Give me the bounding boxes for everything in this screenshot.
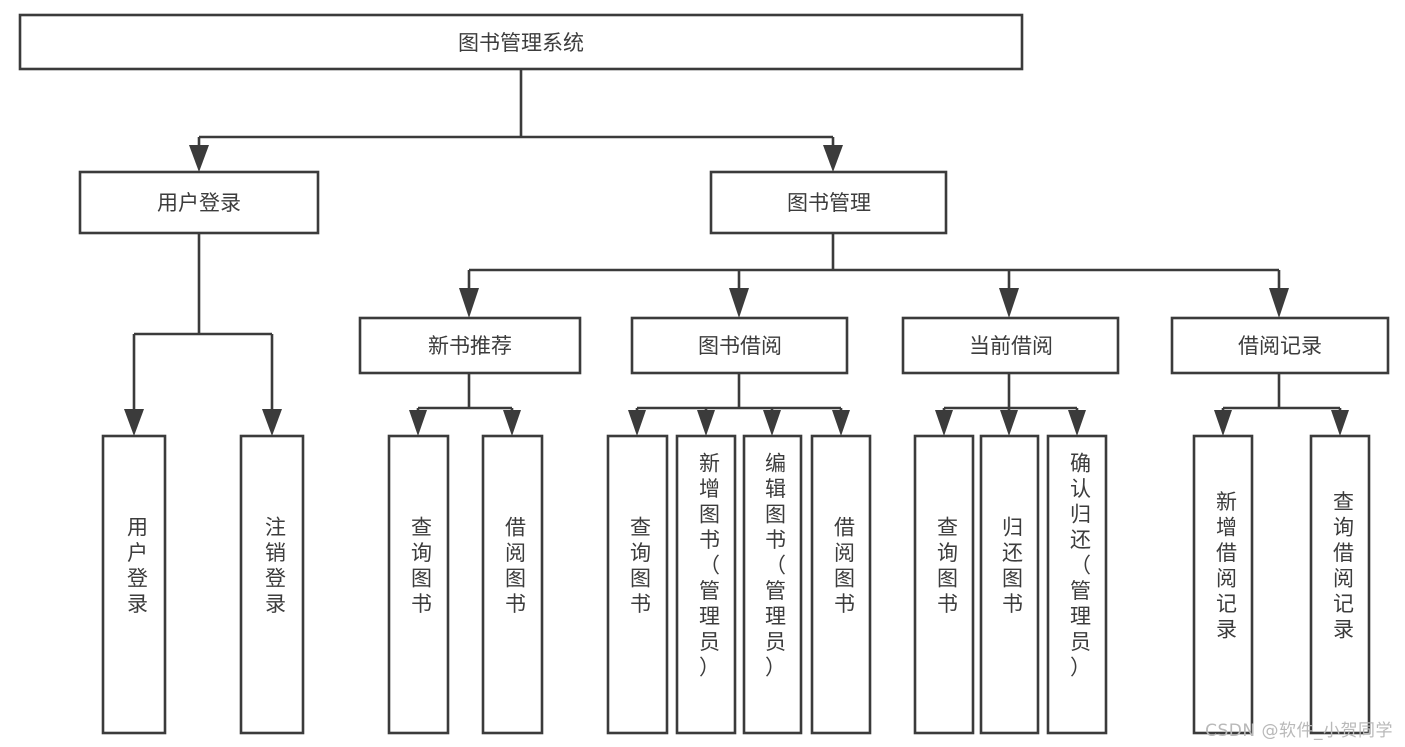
node-user-login[interactable]: 用户登录	[78, 170, 320, 235]
arrow-head-to-leaf-query-book-3	[935, 410, 953, 436]
node-leaf-return-book-box[interactable]	[979, 434, 1040, 735]
node-root-label: 图书管理系统	[458, 31, 584, 55]
node-leaf-user-login-label: 用户登录	[127, 515, 150, 616]
node-leaf-add-record[interactable]: 新增借阅记录	[1192, 434, 1254, 735]
edge-borrow-record-to-leaves-bus	[1221, 373, 1342, 418]
node-current-borrow[interactable]: 当前借阅	[901, 316, 1120, 375]
arrow-head-to-leaf-add-record	[1214, 410, 1232, 436]
node-leaf-borrow-book-1-label: 借阅图书	[505, 515, 528, 616]
node-leaf-query-record[interactable]: 查询借阅记录	[1309, 434, 1371, 735]
edge-book-manage-to-level2-bus	[467, 233, 1281, 291]
arrow-head-to-leaf-query-book-2	[628, 410, 646, 436]
node-leaf-add-book-label: 新增图书（管理员）	[699, 452, 722, 680]
node-leaf-query-book-1[interactable]: 查询图书	[387, 434, 450, 735]
edge-book-borrow-to-leaves-bus	[635, 373, 843, 418]
node-current-borrow-label: 当前借阅	[969, 334, 1053, 358]
node-book-borrow-box[interactable]	[630, 316, 849, 375]
node-book-borrow[interactable]: 图书借阅	[630, 316, 849, 375]
node-leaf-edit-book-label: 编辑图书（管理员）	[765, 452, 788, 680]
node-leaf-return-book[interactable]: 归还图书	[979, 434, 1040, 735]
arrow-head-to-leaf-query-record	[1331, 410, 1349, 436]
node-leaf-query-record-box[interactable]	[1309, 434, 1371, 735]
node-leaf-query-book-2-label: 查询图书	[630, 515, 653, 616]
node-leaf-user-login[interactable]: 用户登录	[101, 434, 167, 735]
node-current-borrow-box[interactable]	[901, 316, 1120, 375]
node-new-book-rec-label: 新书推荐	[428, 334, 512, 358]
node-leaf-user-login-box[interactable]	[101, 434, 167, 735]
node-leaf-borrow-book-2-box[interactable]	[810, 434, 872, 735]
node-leaf-add-record-box[interactable]	[1192, 434, 1254, 735]
node-book-manage-box[interactable]	[709, 170, 948, 235]
node-leaf-borrow-book-1[interactable]: 借阅图书	[481, 434, 544, 735]
node-borrow-record-label: 借阅记录	[1238, 334, 1322, 358]
node-borrow-record-box[interactable]	[1170, 316, 1390, 375]
edge-user-login-to-leaves-bus	[132, 233, 274, 418]
node-leaf-confirm-return-box[interactable]	[1046, 434, 1108, 735]
node-leaf-query-book-1-box[interactable]	[387, 434, 450, 735]
arrow-head-to-leaf-borrow-book-2	[832, 410, 850, 436]
arrow-head-to-leaf-add-book	[697, 410, 715, 436]
node-leaf-add-book-box[interactable]	[675, 434, 737, 735]
node-book-manage[interactable]: 图书管理	[709, 170, 948, 235]
node-leaf-edit-book-box[interactable]	[742, 434, 803, 735]
node-leaf-borrow-book-2[interactable]: 借阅图书	[810, 434, 872, 735]
node-leaf-borrow-book-2-label: 借阅图书	[834, 515, 857, 616]
arrow-head-to-leaf-user-login	[124, 409, 144, 436]
arrow-head-to-borrow-record	[1269, 288, 1289, 318]
node-leaf-logout-box[interactable]	[239, 434, 305, 735]
arrow-head-to-leaf-borrow-book-1	[503, 410, 521, 436]
arrow-head-to-user-login	[189, 145, 209, 172]
arrow-head-to-leaf-logout	[262, 409, 282, 436]
node-leaf-confirm-return-label: 确认归还（管理员）	[1070, 452, 1093, 680]
arrow-head-to-leaf-confirm-return	[1068, 410, 1086, 436]
node-leaf-query-book-1-label: 查询图书	[411, 515, 434, 616]
arrow-head-to-new-book-rec	[459, 288, 479, 318]
connector-layer	[124, 69, 1349, 436]
node-leaf-query-record-label: 查询借阅记录	[1333, 490, 1356, 642]
arrow-head-to-leaf-edit-book	[763, 410, 781, 436]
node-borrow-record[interactable]: 借阅记录	[1170, 316, 1390, 375]
arrow-head-to-book-manage	[823, 145, 843, 172]
node-user-login-box[interactable]	[78, 170, 320, 235]
arrow-head-to-book-borrow	[729, 288, 749, 318]
arrow-head-to-current-borrow	[999, 288, 1019, 318]
node-book-manage-label: 图书管理	[787, 191, 871, 215]
arrow-head-to-leaf-return-book	[1000, 410, 1018, 436]
node-leaf-confirm-return[interactable]: 确认归还（管理员）	[1046, 434, 1108, 735]
node-leaf-query-book-3[interactable]: 查询图书	[913, 434, 975, 735]
node-new-book-rec[interactable]: 新书推荐	[358, 316, 582, 375]
node-book-borrow-label: 图书借阅	[698, 334, 782, 358]
node-leaf-add-record-label: 新增借阅记录	[1216, 490, 1239, 642]
edge-root-to-level1-bus	[197, 69, 835, 155]
node-leaf-query-book-2[interactable]: 查询图书	[606, 434, 669, 735]
node-root[interactable]: 图书管理系统	[18, 13, 1024, 71]
node-leaf-query-book-3-box[interactable]	[913, 434, 975, 735]
arrow-head-to-leaf-query-book-1	[409, 410, 427, 436]
edge-new-book-rec-to-leaves-bus	[416, 373, 514, 418]
node-new-book-rec-box[interactable]	[358, 316, 582, 375]
node-leaf-return-book-label: 归还图书	[1002, 515, 1025, 616]
node-leaf-borrow-book-1-box[interactable]	[481, 434, 544, 735]
node-leaf-logout-label: 注销登录	[265, 515, 288, 616]
node-leaf-edit-book[interactable]: 编辑图书（管理员）	[742, 434, 803, 735]
node-user-login-label: 用户登录	[157, 191, 241, 215]
node-leaf-add-book[interactable]: 新增图书（管理员）	[675, 434, 737, 735]
node-leaf-query-book-3-label: 查询图书	[937, 515, 960, 616]
node-leaf-logout[interactable]: 注销登录	[239, 434, 305, 735]
node-root-box[interactable]	[18, 13, 1024, 71]
node-leaf-query-book-2-box[interactable]	[606, 434, 669, 735]
